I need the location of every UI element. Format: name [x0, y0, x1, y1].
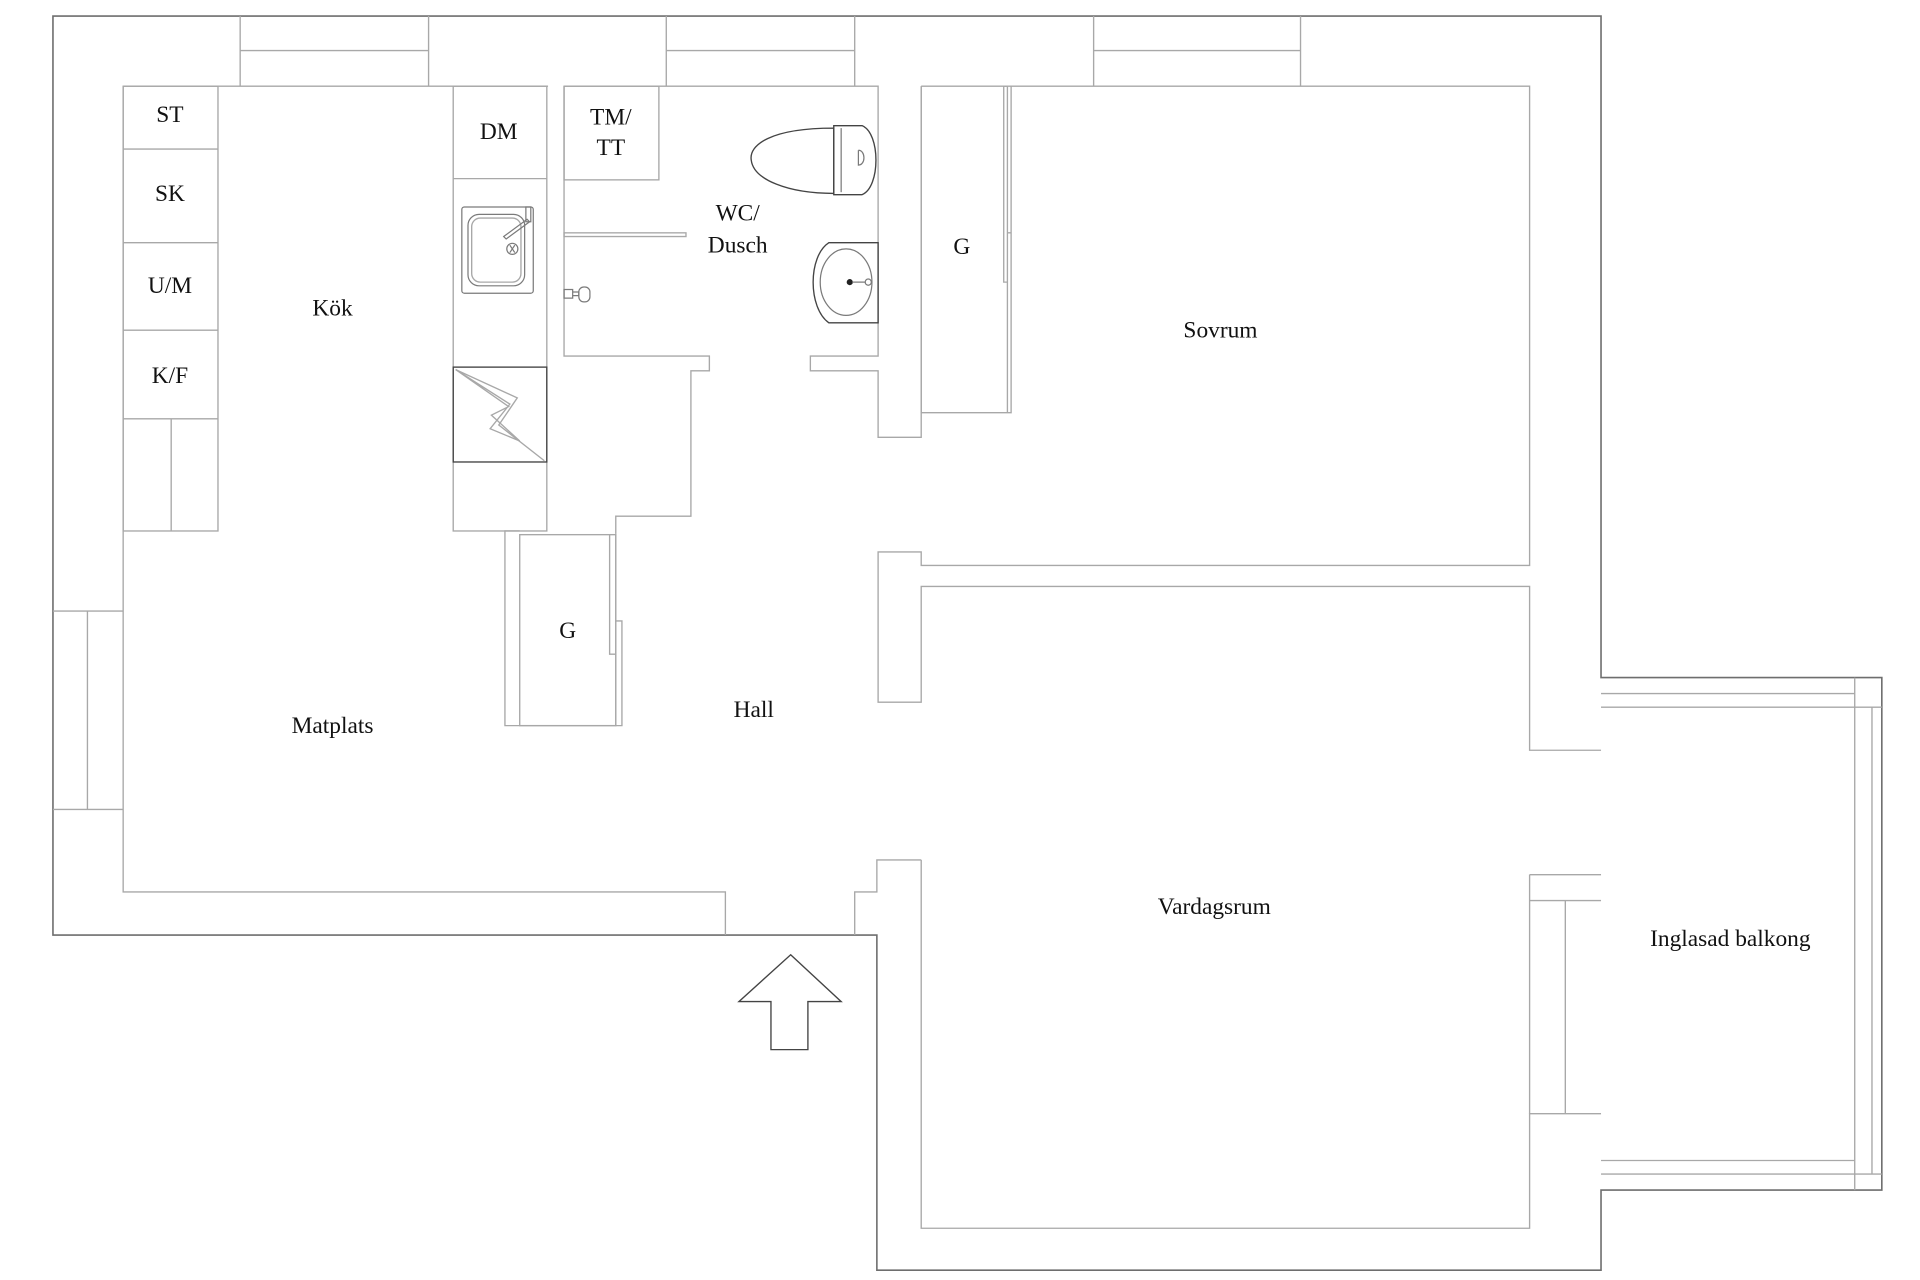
label-bathroom-line1: WC/ [716, 201, 761, 227]
outer-walls [52, 15, 1883, 1271]
label-kitchen: Kök [312, 295, 353, 321]
label-dm: DM [480, 119, 518, 145]
label-bathroom-line2: Dusch [708, 233, 768, 259]
label-sk: SK [155, 181, 185, 207]
label-dining: Matplats [292, 713, 374, 739]
shower-head-icon [563, 286, 591, 303]
living-room-walls [920, 859, 1602, 1229]
bathroom-walls [563, 85, 922, 534]
label-bedroom: Sovrum [1183, 318, 1257, 344]
toilet-icon [750, 124, 877, 196]
washbasin-icon [812, 242, 879, 324]
left-cabinet-row [122, 85, 219, 532]
label-kf: K/F [152, 363, 188, 389]
label-um: U/M [148, 273, 192, 299]
window-top-bedroom [1092, 16, 1302, 87]
right-counter [452, 85, 548, 532]
label-tt: TT [597, 135, 626, 161]
label-tm: TM/ [590, 104, 632, 130]
hall-closet [504, 530, 623, 727]
kitchen-sink-icon [461, 206, 534, 294]
stove-icon [452, 366, 548, 463]
label-hall-closet: G [559, 618, 576, 644]
tm-tt-cabinet [563, 85, 660, 181]
window-top-kitchen [239, 16, 430, 87]
label-st: ST [156, 102, 183, 128]
window-top-bathroom [665, 16, 856, 87]
kitchen-dining-walls [122, 85, 922, 936]
bedroom-walls [877, 85, 1602, 751]
window-left-dining [52, 610, 124, 811]
label-balcony: Inglasad balkong [1650, 926, 1811, 952]
label-bedroom-closet: G [953, 234, 970, 260]
entrance-arrow-icon [737, 953, 843, 1051]
label-hall: Hall [734, 697, 775, 723]
shower-rail [563, 232, 687, 238]
balcony-glazing [1601, 677, 1882, 1191]
label-living: Vardagsrum [1158, 894, 1271, 920]
